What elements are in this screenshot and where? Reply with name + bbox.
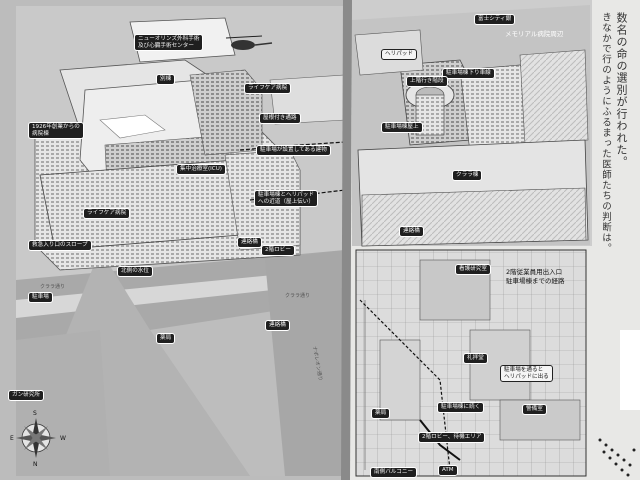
label-connector-right: 連絡橋: [399, 226, 424, 237]
label-new-orleans-surgical: ニューオリンズ外科手術 及び心臓手術センター: [134, 34, 204, 52]
compass-w: W: [60, 435, 66, 442]
road-label: クララ通り: [40, 284, 66, 290]
side-text-col1: 数名の命の選別が行われた。: [615, 12, 628, 168]
label-security: 警備室: [522, 404, 547, 415]
label-parking-building: 駐車場が設置してある建物: [256, 145, 331, 156]
label-clara: クララ棟: [452, 170, 483, 181]
label-map-title-right: 2階従業員用出入口 駐車場棟までの経路: [506, 268, 565, 285]
label-nursing: 看護研究室: [455, 264, 491, 275]
label-north-flood: 北側の水位: [117, 266, 153, 277]
label-parking-lot: 駐車場: [28, 292, 53, 303]
label-since-1926: 1926年創業からの 病院棟: [28, 122, 84, 140]
label-shelter: 礼拝堂: [463, 353, 488, 364]
label-emergency-ramp: 救急入り口のスロープ: [28, 240, 92, 251]
label-balcony: 南側バルコニー: [370, 467, 418, 478]
label-to-parking: 駐車場棟に続く: [437, 402, 485, 413]
label-atm: ATM: [438, 465, 458, 476]
label-icu: 集中治療室(ICU): [176, 164, 226, 175]
label-covered-walkway: 屋根付き通路: [259, 113, 301, 124]
label-annex: 別棟: [156, 74, 176, 85]
label-connector: 連絡橋: [237, 237, 262, 248]
side-text-col2: きなかで行のようにふるまった医師たちの判断は。: [600, 12, 611, 254]
label-ascending: 上階行き階段: [406, 76, 448, 87]
label-cancer-lab: ガン研究所: [8, 390, 44, 401]
label-lifecare-top: ライフケア病院: [244, 83, 292, 94]
label-lobby-2f: 2階ロビー: [261, 245, 295, 256]
label-lobby-right: 2階ロビー、待機エリア: [418, 432, 486, 443]
compass-n: N: [33, 461, 38, 468]
compass-s: S: [33, 410, 37, 417]
label-waiting: 駐車場を通ると ヘリパッドに出る: [500, 365, 553, 383]
label-pharmacy-left: 薬局: [156, 333, 176, 344]
label-heliport: ヘリパッド: [381, 49, 417, 60]
label-lifecare-left: ライフケア病院: [83, 208, 131, 219]
label-parking-upper: 駐車場棟屋上: [381, 122, 423, 133]
label-parking-roof: 駐車場棟下り車線: [442, 68, 495, 79]
road-label: クララ通り: [285, 293, 311, 299]
label-heliport-access: 駐車場棟とヘリパッド への近道（屋上伝い）: [254, 190, 318, 208]
label-memorial: メモリアル病院周辺: [505, 30, 564, 38]
label-connector-lower: 連絡橋: [265, 320, 290, 331]
label-pharmacy-right: 薬局: [371, 408, 391, 419]
compass-e: E: [10, 435, 14, 442]
label-tower-name: 富士シティ銀: [474, 14, 516, 25]
